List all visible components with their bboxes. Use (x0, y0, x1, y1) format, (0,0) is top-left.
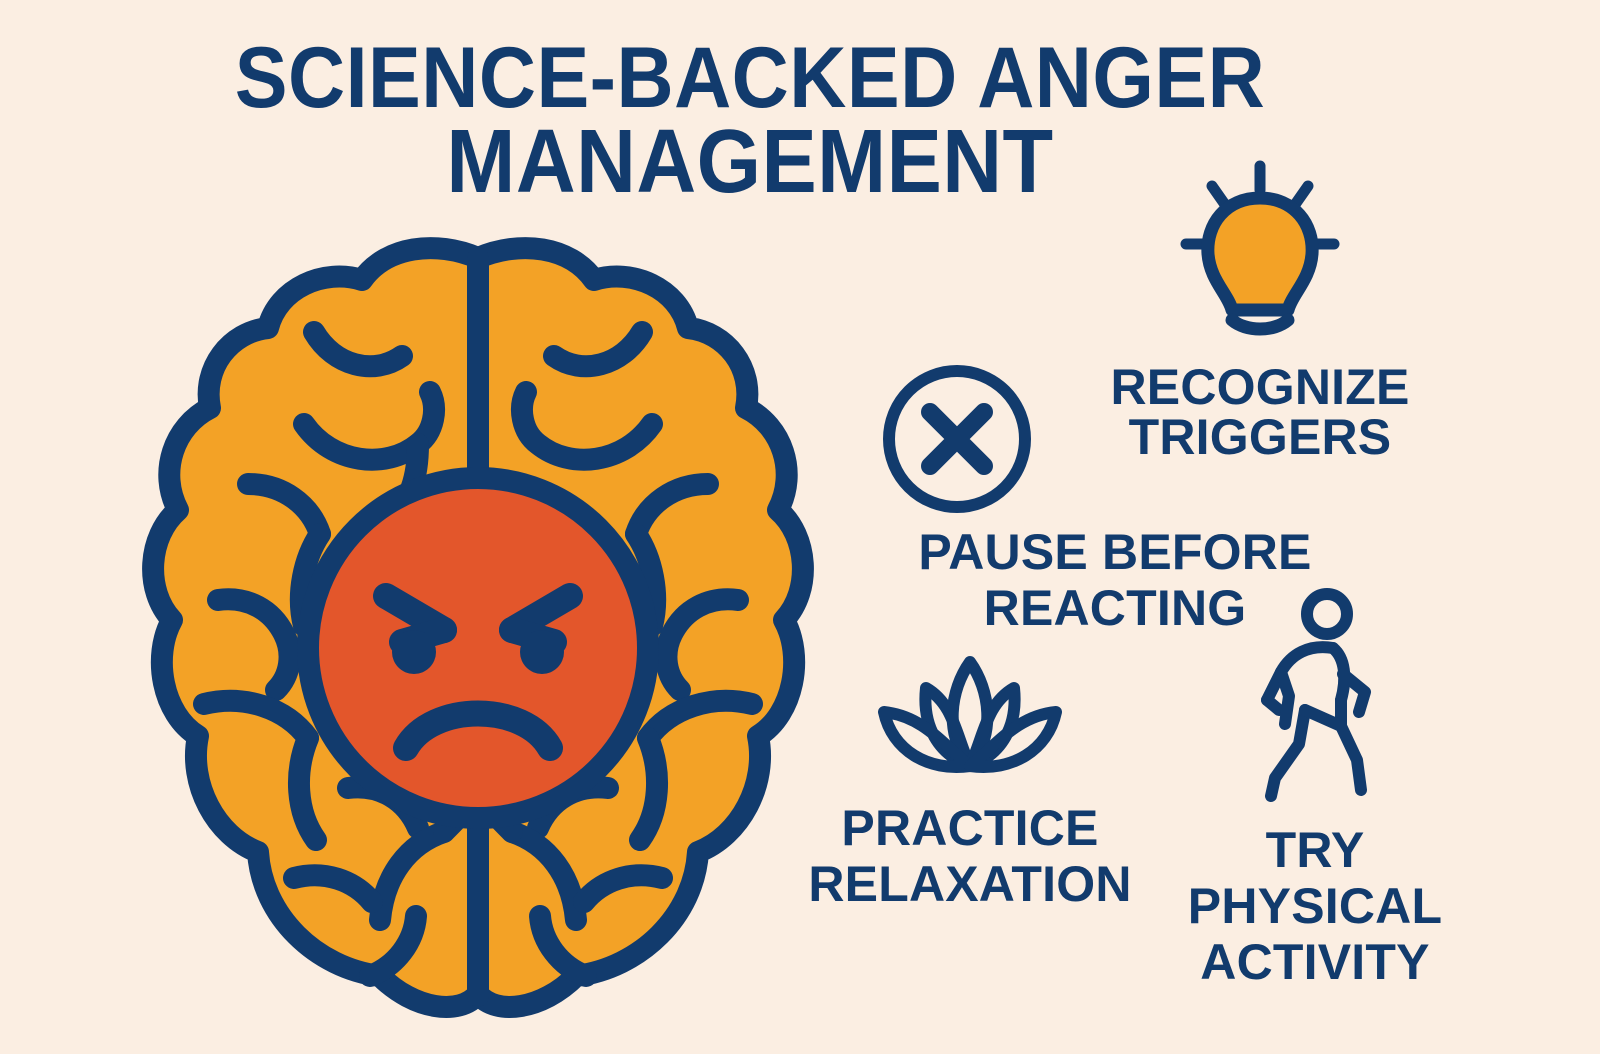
tip-practice-relaxation-label: PRACTICE RELAXATION (770, 800, 1170, 912)
tip-2-line-2: REACTING (983, 580, 1247, 636)
lotus-icon-holder (770, 648, 1170, 784)
tip-4-line-1: TRY (1265, 822, 1365, 878)
x-circle-icon (883, 365, 1031, 513)
tip-3-line-2: RELAXATION (808, 856, 1132, 912)
lotus-icon (878, 656, 1062, 773)
tip-3-line-1: PRACTICE (841, 800, 1099, 856)
lightbulb-icon (1180, 160, 1340, 336)
tip-2-line-1: PAUSE BEFORE (918, 524, 1312, 580)
walking-person-icon (1261, 588, 1371, 802)
tip-pause-before-reacting-label: PAUSE BEFORE REACTING (880, 524, 1350, 636)
tip-1-line-2: TRIGGERS (1128, 409, 1392, 465)
tip-try-physical-activity-label: TRY PHYSICAL ACTIVITY (1150, 822, 1480, 990)
title-line-1: SCIENCE-BACKED ANGER (234, 30, 1266, 126)
tip-recognize-triggers: RECOGNIZE TRIGGERS (1040, 158, 1480, 462)
tip-4-line-3: ACTIVITY (1200, 934, 1430, 990)
tip-4-line-2: PHYSICAL (1187, 878, 1443, 934)
angry-brain-illustration (118, 228, 838, 1028)
angry-face (297, 467, 659, 829)
tip-1-line-1: RECOGNIZE (1110, 359, 1410, 415)
tip-pause-before-reacting: PAUSE BEFORE REACTING (880, 524, 1350, 636)
tip-try-physical-activity: TRY PHYSICAL ACTIVITY (1150, 588, 1480, 990)
tip-practice-relaxation: PRACTICE RELAXATION (770, 648, 1170, 912)
title-line-2: MANAGEMENT (446, 111, 1054, 212)
tip-recognize-triggers-label: RECOGNIZE TRIGGERS (1040, 362, 1480, 462)
page-title: SCIENCE-BACKED ANGER MANAGEMENT (226, 30, 1275, 212)
lightbulb-icon-holder (1040, 158, 1480, 344)
x-circle-icon-holder (876, 358, 1038, 520)
walking-person-icon-holder (1150, 588, 1480, 804)
